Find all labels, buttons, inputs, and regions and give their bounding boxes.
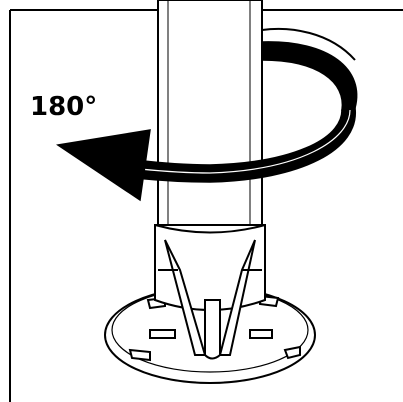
rotation-angle-label: 180° xyxy=(30,92,98,122)
pole-column xyxy=(157,0,263,226)
rotation-arrow-icon xyxy=(56,27,358,202)
pole-collar xyxy=(154,224,266,360)
